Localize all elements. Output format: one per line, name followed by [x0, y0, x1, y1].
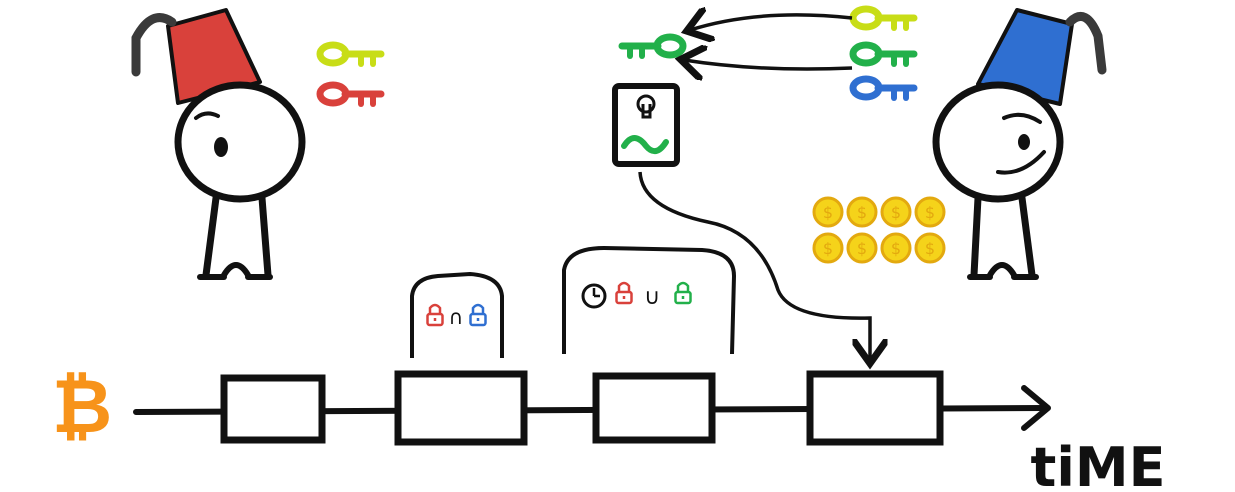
timeline-arrowhead — [1021, 385, 1051, 431]
signed-transaction-icon — [612, 83, 680, 167]
coin-glyph: $ — [925, 203, 935, 222]
key-yellow-green-icon — [853, 9, 914, 28]
key-green-received-icon — [622, 37, 683, 56]
red-fez-icon — [131, 8, 262, 105]
arrow-to-block — [638, 171, 870, 360]
right-head — [932, 81, 1064, 203]
coin-glyph: $ — [823, 203, 833, 222]
key-blue-icon — [853, 79, 914, 98]
coin-icon: $ — [914, 196, 946, 228]
coin-glyph: $ — [925, 239, 935, 258]
clock-icon — [581, 283, 607, 309]
key-yellow-green-icon — [320, 45, 381, 64]
arrow-key-transfer-top — [690, 15, 853, 30]
right-character — [932, 8, 1107, 280]
block-3 — [592, 372, 716, 444]
coin-icon: $ — [880, 196, 912, 228]
coin-glyph: $ — [857, 203, 867, 222]
coin-glyph: $ — [823, 239, 833, 258]
or-operator: ∪ — [644, 285, 660, 310]
and-condition-callout: ∩ — [410, 271, 504, 358]
coin-icon: $ — [880, 232, 912, 264]
time-label: tiME — [1031, 436, 1166, 492]
coin-glyph: $ — [857, 239, 867, 258]
coin-glyph: $ — [891, 203, 901, 222]
block-2 — [394, 370, 528, 446]
block-1 — [220, 374, 326, 444]
left-character — [131, 8, 306, 280]
bitcoin-icon: ₿ — [52, 364, 112, 450]
coin-icon: $ — [914, 232, 946, 264]
coin-stack: $ $ $ $ $ $ $ $ — [812, 196, 946, 264]
coin-icon: $ — [812, 232, 844, 264]
key-red-icon — [320, 85, 381, 104]
or-condition-callout: ∪ — [562, 245, 737, 355]
coin-glyph: $ — [891, 239, 901, 258]
blockchain — [133, 370, 1051, 446]
arrow-key-transfer-bottom — [684, 60, 853, 69]
key-green-icon — [853, 45, 914, 64]
block-4 — [806, 370, 944, 446]
coin-icon: $ — [846, 232, 878, 264]
blue-fez-icon — [976, 8, 1107, 106]
coin-icon: $ — [812, 196, 844, 228]
and-operator: ∩ — [449, 305, 464, 329]
left-head — [174, 81, 306, 203]
coin-icon: $ — [846, 196, 878, 228]
